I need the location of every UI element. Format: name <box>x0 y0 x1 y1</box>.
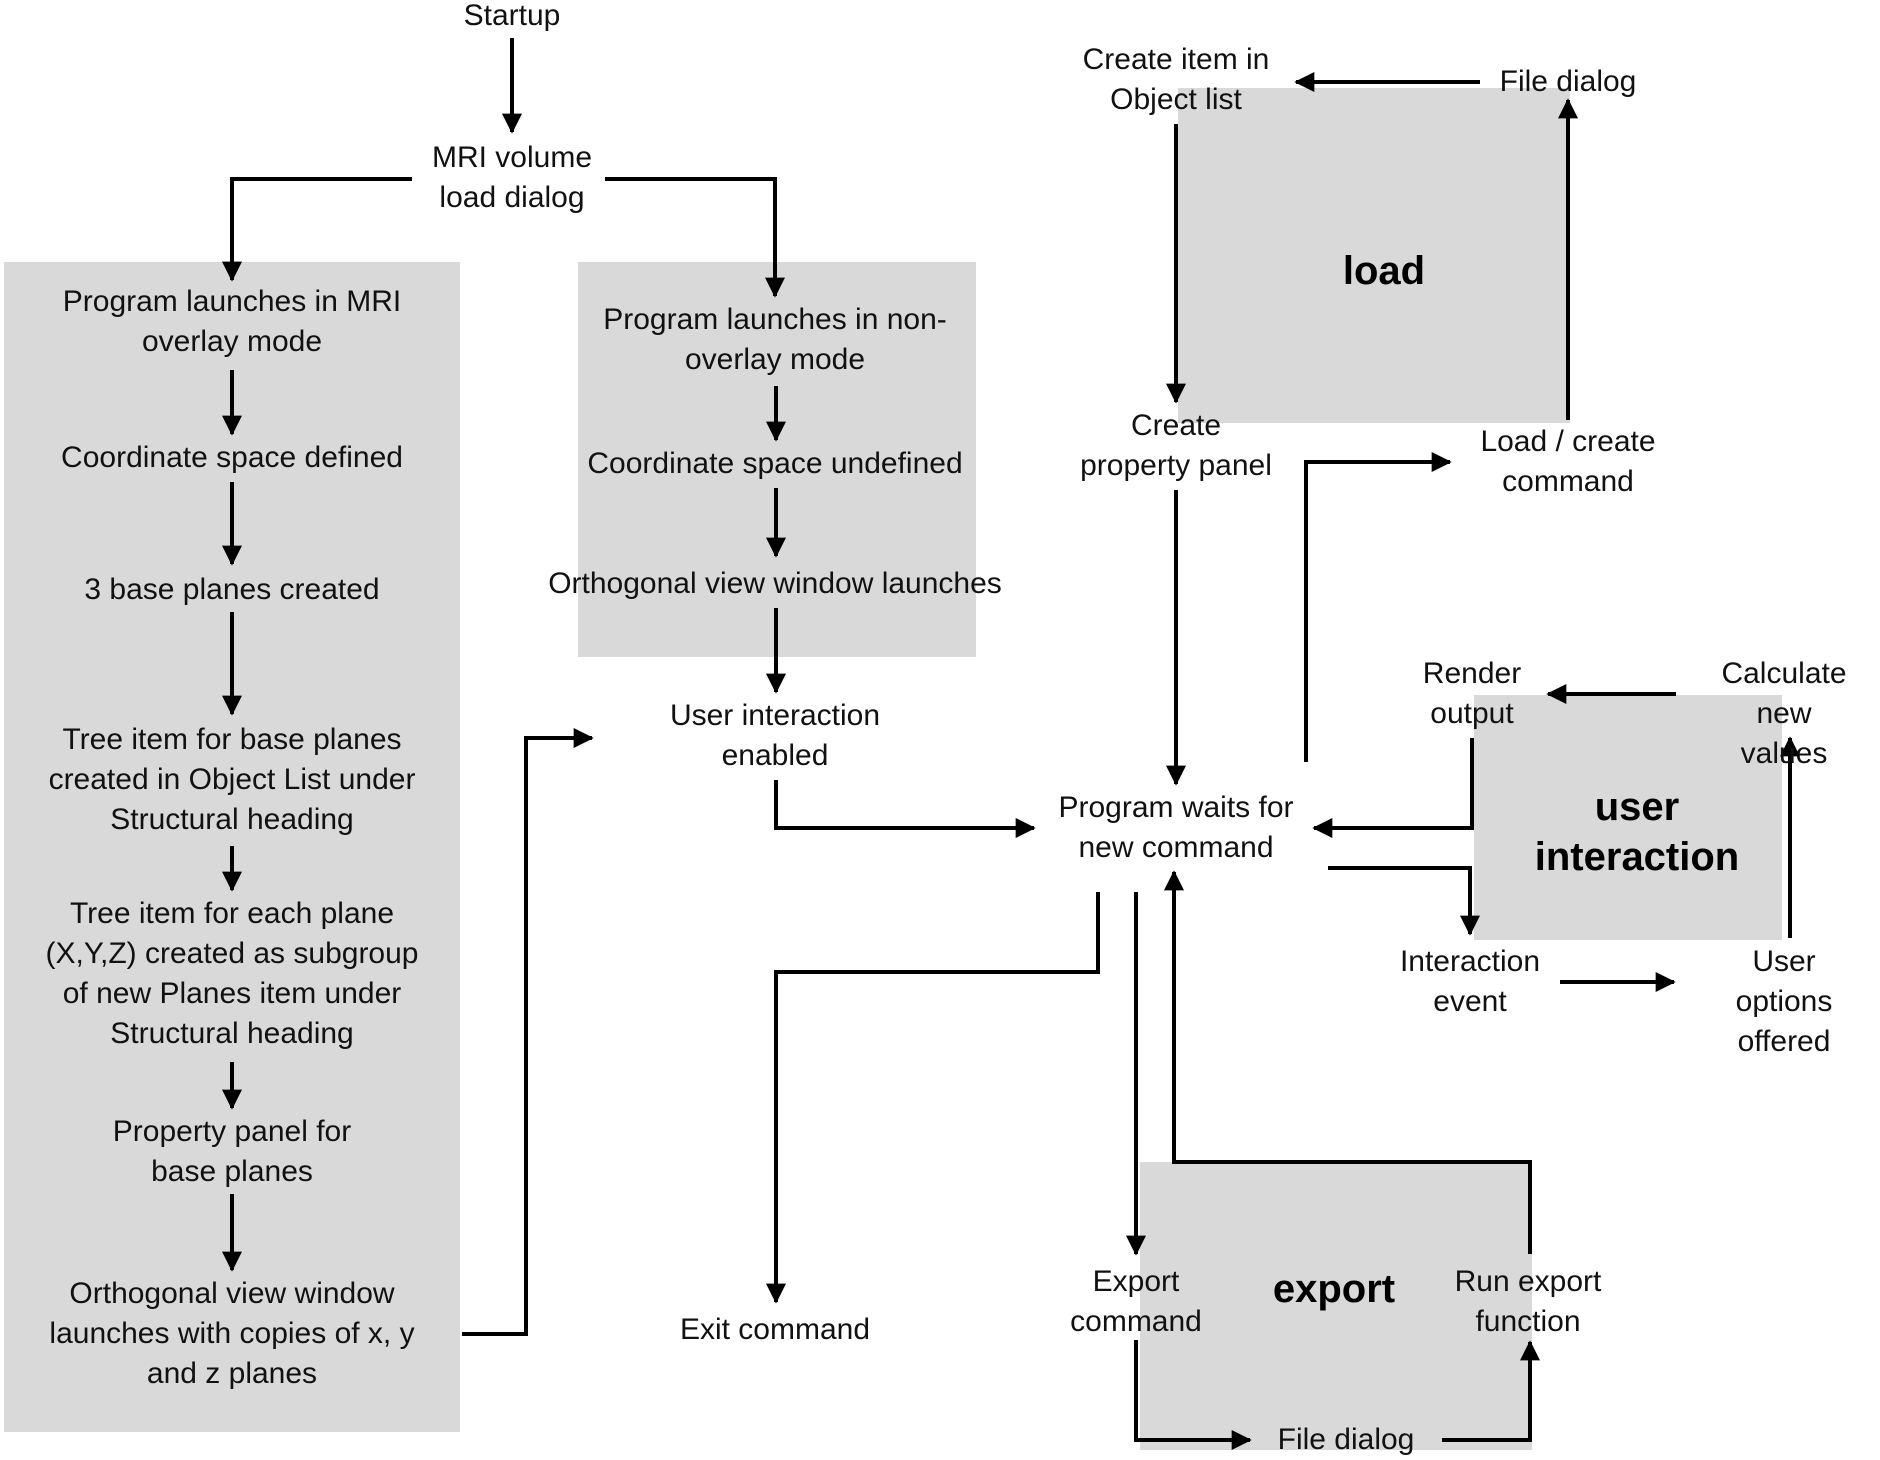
base-planes-node: 3 base planes created <box>84 573 380 606</box>
export-region <box>1140 1162 1532 1450</box>
tree-base-planes-node: Tree item for base planes created in Obj… <box>48 723 416 836</box>
create-property-panel-node: Create property panel <box>1080 409 1272 482</box>
coordinate-defined-node: Coordinate space defined <box>61 441 403 474</box>
arrow-file-dialog-to-run-export <box>1442 1340 1540 1442</box>
export-region-label: export <box>1272 1267 1396 1311</box>
arrow-mri-to-overlay <box>222 177 412 282</box>
arrow-wait-to-load-create <box>1304 452 1452 762</box>
file-dialog-export-node: File dialog <box>1277 1423 1415 1456</box>
arrow-run-export-to-wait <box>1164 870 1532 1254</box>
mri-load-dialog-node: MRI volume load dialog <box>431 141 593 214</box>
arrow-user-enabled-to-wait <box>774 780 1036 838</box>
overlay-launch-node: Program launches in MRI overlay mode <box>62 285 402 358</box>
file-dialog-load-node: File dialog <box>1499 65 1637 98</box>
arrow-wait-to-interaction-event <box>1328 866 1480 936</box>
ortho-launch-node: Orthogonal view window launches <box>548 567 1002 600</box>
calculate-values-node: Calculate new values <box>1721 657 1847 770</box>
load-region-label: load <box>1342 249 1426 293</box>
arrow-wait-to-exit <box>766 892 1100 1304</box>
startup-node: Startup <box>463 0 561 32</box>
load-create-command-node: Load / create command <box>1480 425 1656 498</box>
tree-each-plane-node: Tree item for each plane (X,Y,Z) created… <box>45 897 419 1050</box>
export-command-node: Export command <box>1070 1265 1202 1338</box>
program-waits-node: Program waits for new command <box>1058 791 1294 864</box>
arrow-render-to-wait <box>1312 738 1474 838</box>
property-panel-base-node: Property panel for base planes <box>112 1115 352 1188</box>
user-interaction-enabled-node: User interaction enabled <box>669 699 881 772</box>
render-output-node: Render output <box>1422 657 1522 730</box>
user-options-node: User options offered <box>1735 945 1833 1058</box>
exit-command-node: Exit command <box>679 1313 871 1346</box>
coordinate-undefined-node: Coordinate space undefined <box>587 447 963 480</box>
arrow-ortho-copies-to-user-enabled <box>462 728 594 1336</box>
interaction-event-node: Interaction event <box>1399 945 1541 1018</box>
arrow-mri-to-nonoverlay <box>605 177 785 298</box>
user-interaction-region <box>1474 695 1782 940</box>
create-item-node: Create item in Object list <box>1082 43 1270 116</box>
non-overlay-mode-panel <box>578 262 976 657</box>
arrow-export-cmd-to-file-dialog <box>1134 1340 1252 1450</box>
ortho-copies-node: Orthogonal view window launches with cop… <box>49 1277 415 1390</box>
load-region <box>1178 88 1570 423</box>
run-export-node: Run export function <box>1454 1265 1602 1338</box>
user-interaction-region-label: user interaction <box>1534 785 1740 879</box>
nonoverlay-launch-node: Program launches in non- overlay mode <box>603 303 947 376</box>
